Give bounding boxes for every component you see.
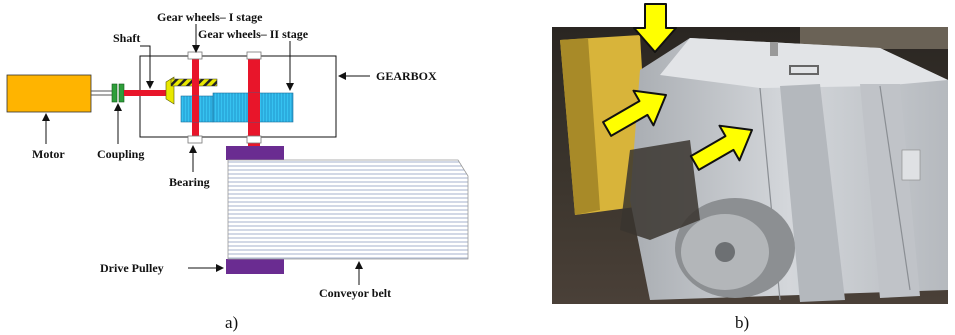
schematic-diagram: Gear wheels– I stage Gear wheels– II sta… [6,10,469,332]
motor [6,74,92,113]
arrow-diagonal-icon [689,124,753,171]
photo-gearbox-rib [860,84,920,298]
label-motor: Motor [32,147,65,161]
label-bearing: Bearing [169,175,210,189]
photo-nameplate [901,149,921,181]
bearing-bottom-2 [246,135,262,144]
photo-gearbox-edge [879,85,911,291]
input-shaft [124,90,172,96]
photo-breather [770,42,778,56]
photo-top-handle [789,65,819,75]
photo-drum-hub [715,242,735,262]
coupling-half [111,83,118,103]
photo-gearbox-top [660,38,948,88]
label-shaft: Shaft [113,31,140,45]
arrow-diagonal-icon [602,89,667,137]
photo-background-sky [800,27,948,49]
photo-shadow [620,140,700,240]
caption-a: a) [225,313,238,332]
stage-1-shaft-front [192,96,199,122]
bearing-bottom-1 [187,135,203,144]
label-conveyor-belt: Conveyor belt [319,286,391,300]
drive-pulley-bottom [226,259,284,274]
photo-gearbox-rib [780,84,845,302]
photo-yellow-machine-shadow [560,38,600,215]
label-coupling: Coupling [97,147,144,161]
caption-b: b) [735,313,749,332]
drive-pulley-top [226,146,284,160]
label-gear-stage-1: Gear wheels– I stage [157,10,263,24]
stage-2-shaft-front [248,93,260,122]
arrow-shaft [140,45,154,89]
coupling-half [118,83,125,103]
gearbox-housing [139,55,337,138]
arrow-down-icon [633,3,677,53]
bearing-top-2 [246,51,262,60]
label-gear-stage-2: Gear wheels– II stage [198,27,309,41]
label-drive-pulley: Drive Pulley [100,261,164,275]
gearbox-photo: b) [552,3,948,332]
conveyor-belt [227,159,469,260]
label-gearbox: GEARBOX [376,69,437,83]
bearing-top-1 [187,51,203,60]
